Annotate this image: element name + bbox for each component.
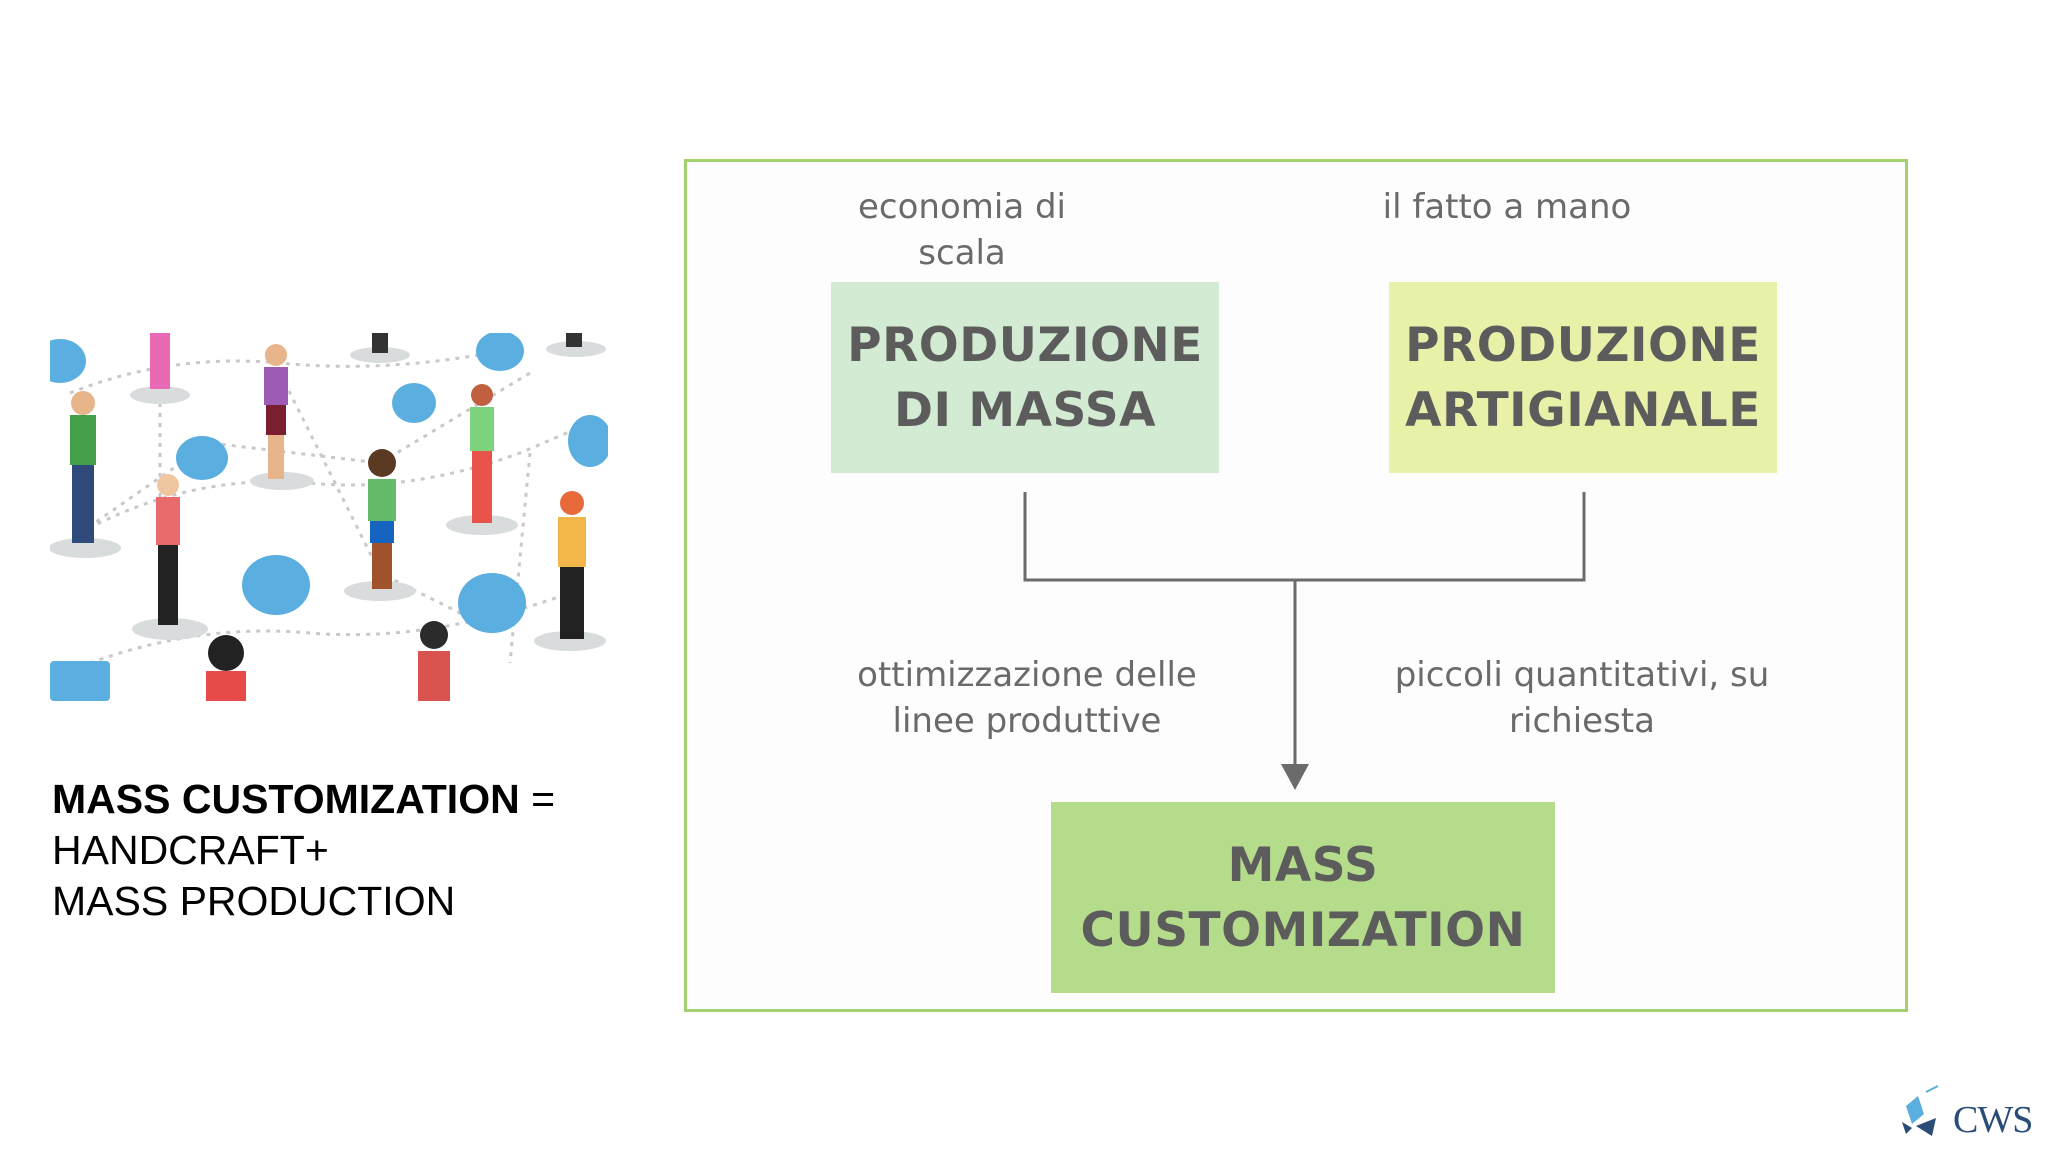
merge-arrow-connector <box>1023 492 1586 790</box>
caption-line-3: MASS PRODUCTION <box>52 878 456 924</box>
mass-customization-diagram: economia di scala il fatto a mano PRODUZ… <box>684 159 1908 1012</box>
people-network-illustration <box>50 333 608 701</box>
label-economia-di-scala: economia di scala <box>857 187 1066 273</box>
box-produzione-di-massa: PRODUZIONE DI MASSA <box>831 282 1219 473</box>
cws-logo-text: CWS <box>1953 1099 2033 1141</box>
cws-logo-icon <box>1902 1085 1939 1136</box>
caption-line-2: HANDCRAFT+ <box>52 827 329 873</box>
caption-equals: = <box>519 776 556 822</box>
label-ottimizzazione: ottimizzazione delle linee produttive <box>857 655 1197 741</box>
box-mass-customization-label: MASS CUSTOMIZATION <box>1080 837 1526 958</box>
label-il-fatto-a-mano: il fatto a mano <box>1382 187 1632 227</box>
mass-customization-caption: MASS CUSTOMIZATION = HANDCRAFT+ MASS PRO… <box>52 774 652 927</box>
arrow-head-icon <box>1281 764 1309 790</box>
box-produzione-artigianale-label: PRODUZIONE ARTIGIANALE <box>1405 317 1761 438</box>
label-piccoli-quantitativi: piccoli quantitativi, su richiesta <box>1394 655 1770 741</box>
caption-bold-term: MASS CUSTOMIZATION <box>52 776 520 822</box>
box-produzione-artigianale: PRODUZIONE ARTIGIANALE <box>1389 282 1777 473</box>
caption-line-1: MASS CUSTOMIZATION = <box>52 774 652 825</box>
box-produzione-di-massa-label: PRODUZIONE DI MASSA <box>847 317 1203 438</box>
box-mass-customization: MASS CUSTOMIZATION <box>1051 802 1555 993</box>
